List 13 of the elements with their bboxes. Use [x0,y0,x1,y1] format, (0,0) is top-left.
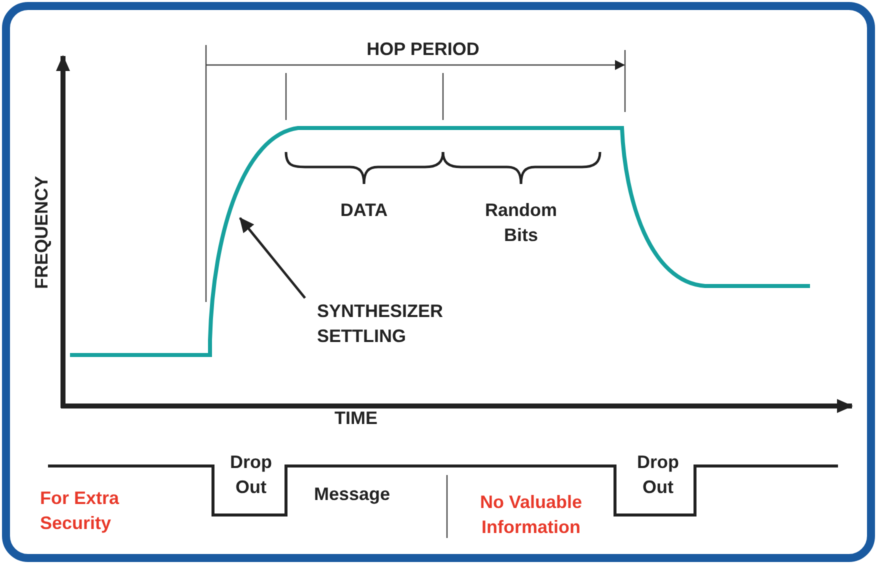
signal-label: Message [312,483,392,506]
axis-title: TIME [334,407,378,430]
signal-label: Drop Out [636,451,680,499]
dimension-label: HOP PERIOD [366,38,480,61]
note-text: For Extra Security [40,487,120,535]
axis-title: FREQUENCY [30,175,52,292]
signal-label: Drop Out [229,451,273,499]
leader-line [239,217,306,299]
segment-label: DATA [339,199,389,222]
note-text: No Valuable Information [478,491,584,539]
frequency-curve [70,126,810,357]
segment-label: Random Bits [484,199,558,247]
callout-text: SYNTHESIZER SETTLING [317,299,447,349]
